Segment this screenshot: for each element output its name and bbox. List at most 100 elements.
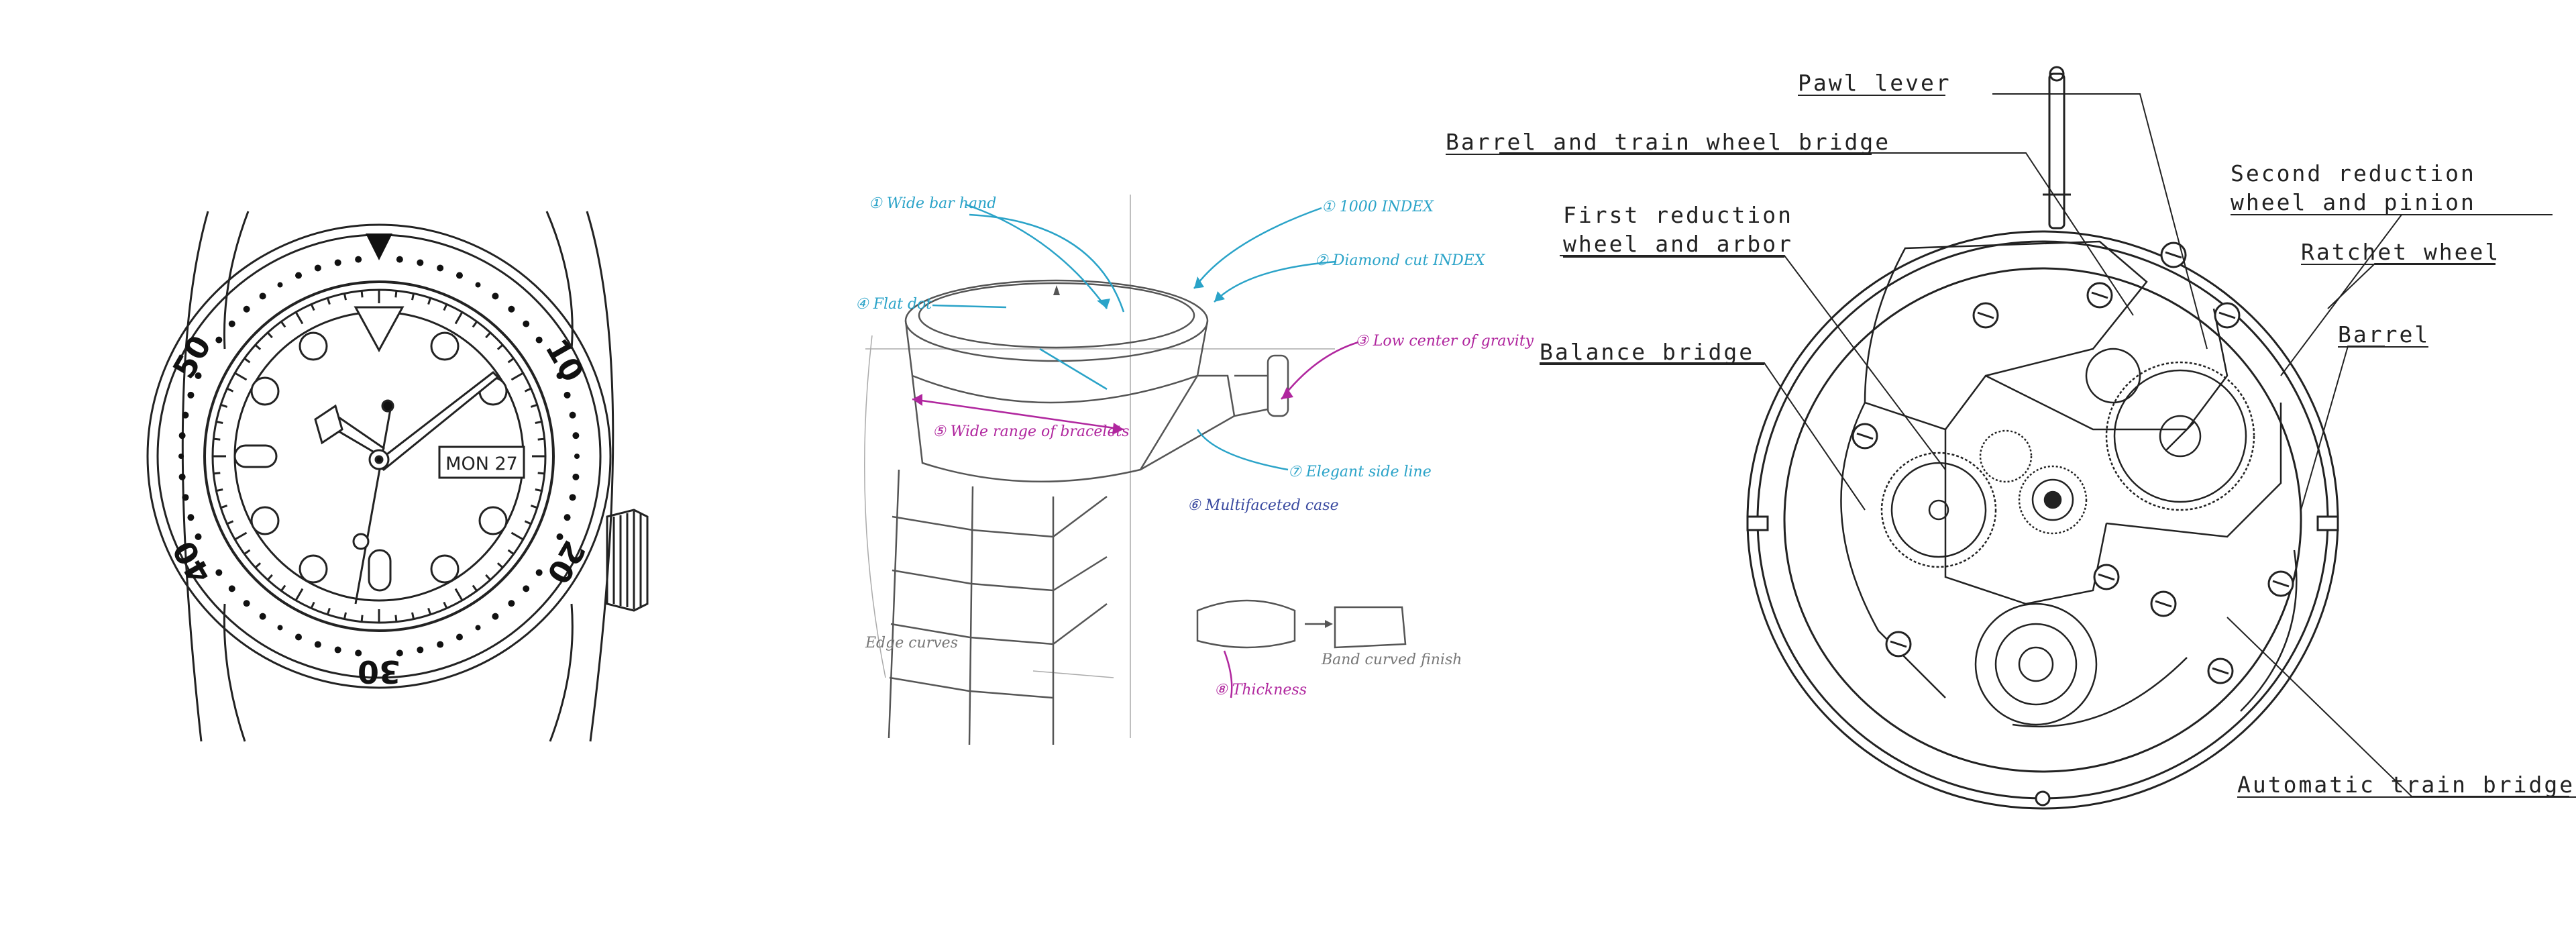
bezel-dot (259, 613, 266, 620)
chapter-tick (472, 321, 478, 328)
chapter-tick (254, 344, 262, 350)
bezel-dot (182, 411, 189, 419)
note-multifaceted-case: ⑥ Multifaceted case (1187, 497, 1339, 514)
bezel-dot (396, 256, 403, 263)
chapter-tick (343, 293, 347, 301)
bezel-dot (535, 336, 543, 344)
screw-icon (2207, 658, 2234, 684)
bezel-dot (295, 633, 303, 641)
chapter-tick (535, 488, 542, 492)
label-automatic-train-bridge: Automatic train bridge (2237, 772, 2575, 798)
chapter-tick (427, 297, 432, 305)
bezel-dot (187, 391, 195, 399)
chapter-tick (213, 472, 221, 475)
chapter-tick (294, 588, 304, 601)
bezel-dot (564, 514, 571, 521)
bezel-dot (355, 649, 362, 657)
bezel-dot (228, 585, 235, 592)
bezel-dot (243, 600, 250, 607)
bezel-dot (295, 272, 303, 279)
screw-icon (2086, 282, 2113, 309)
bezel-number-40: 40 (166, 535, 219, 590)
label-second-reduction: Second reduction (2231, 160, 2476, 187)
label-wheel-and-arbor: wheel and arbor (1563, 231, 1793, 257)
bezel-dot (437, 264, 444, 272)
chapter-tick (537, 472, 545, 475)
bezel-dot (475, 282, 481, 288)
bezel-dot (572, 473, 580, 480)
chapter-tick (266, 574, 273, 581)
chapter-tick (454, 311, 464, 325)
chapter-tick (472, 584, 478, 592)
screw-icon (1885, 631, 1912, 658)
note-band-curved-finish: Band curved finish (1321, 651, 1462, 668)
bezel-dot (492, 293, 499, 300)
movement-diagram: Pawl lever Barrel and train wheel bridge… (1436, 0, 2576, 940)
bezel-dot (475, 625, 481, 631)
bezel-dot (355, 256, 362, 263)
screw-icon (1851, 423, 1878, 450)
chapter-tick (524, 520, 532, 525)
bezel-dot (334, 259, 341, 266)
note-elegant-side-line: ⑦ Elegant side line (1288, 464, 1432, 480)
bezel-number-10: 10 (538, 333, 591, 388)
note-thickness: ⑧ Thickness (1214, 682, 1307, 698)
bezel-dot (556, 372, 564, 380)
bezel-dot (187, 514, 195, 521)
note-wide-range-bracelets: ⑤ Wide range of bracelets (932, 423, 1130, 440)
screw-icon (1972, 302, 1999, 329)
screw-icon (2214, 302, 2241, 329)
chapter-tick (507, 358, 515, 364)
chapter-tick (511, 372, 524, 381)
chapter-tick (310, 303, 315, 311)
bezel-dot (564, 391, 571, 399)
screw-icon (2267, 570, 2294, 597)
bezel-dot (417, 259, 424, 266)
bezel-dot (178, 454, 184, 459)
bezel-dot (228, 320, 235, 327)
chapter-tick (266, 331, 273, 339)
bezel-dot (396, 649, 403, 657)
note-flat-dot: ④ Flat dot (855, 296, 932, 313)
chapter-tick (220, 505, 228, 509)
bezel-dot (569, 494, 576, 501)
label-barrel-train-wheel-bridge: Barrel and train wheel bridge (1446, 129, 1890, 155)
bezel-dot (523, 320, 530, 327)
bezel-dot (508, 305, 515, 313)
bezel-dot (334, 646, 341, 654)
chapter-tick (310, 601, 315, 609)
note-edge-curves: Edge curves (865, 635, 958, 651)
bezel-triangle-icon (366, 233, 392, 260)
chapter-tick (507, 549, 515, 555)
bezel-dot (243, 305, 250, 313)
chapter-tick (496, 344, 504, 350)
note-diamond-cut-index: ② Diamond cut INDEX (1315, 252, 1486, 269)
chapter-tick (216, 420, 223, 424)
note-wide-bar-hand: ① Wide bar hand (869, 195, 996, 212)
watch-dial-drawing: 10 20 30 40 50 MON 27 (0, 0, 738, 940)
date-window (438, 446, 525, 479)
label-ratchet-wheel: Ratchet wheel (2301, 239, 2500, 265)
label-first-reduction: First reduction (1563, 202, 1793, 228)
label-pawl-lever: Pawl lever (1798, 70, 1951, 96)
bezel-dot (182, 494, 189, 501)
chapter-tick (343, 612, 347, 619)
chapter-tick (443, 303, 448, 311)
chapter-tick (280, 321, 286, 328)
chapter-tick (454, 588, 464, 601)
bezel-dot (195, 533, 202, 540)
chapter-tick (427, 607, 432, 615)
chapter-tick (524, 387, 532, 393)
bezel-dot (572, 432, 580, 439)
bezel-dot (178, 473, 186, 480)
chapter-tick (485, 331, 492, 339)
label-barrel: Barrel (2338, 321, 2430, 348)
design-sketch: ① Wide bar hand ① 1000 INDEX ② Diamond c… (825, 0, 1534, 940)
bezel-dot (195, 372, 202, 380)
note-1000-index: ① 1000 INDEX (1322, 199, 1434, 215)
bezel-dot (178, 432, 186, 439)
screw-icon (2150, 590, 2177, 617)
chapter-tick (511, 531, 524, 541)
bezel-dot (417, 646, 424, 654)
screw-icon (2093, 564, 2120, 590)
